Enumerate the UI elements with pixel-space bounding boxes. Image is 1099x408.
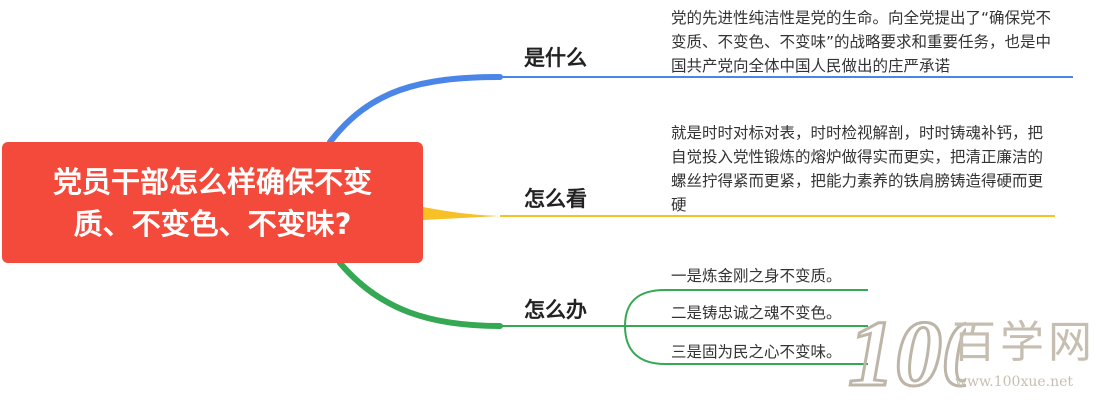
branch-do-item-1[interactable]: 一是炼金刚之身不变质。 [671, 267, 842, 285]
watermark-url: www.100xue.net [955, 374, 1074, 390]
watermark-digits: 100 [848, 302, 966, 397]
subconnector-1 [624, 289, 868, 327]
connector-what [327, 74, 503, 145]
branch-do-item-3[interactable]: 三是固为民之心不变味。 [671, 343, 842, 361]
branch-do-item-2[interactable]: 二是铸忠诚之魂不变色。 [671, 304, 842, 322]
connector-do [337, 260, 503, 329]
branch-what-label[interactable]: 是什么 [524, 46, 587, 70]
root-topic[interactable]: 党员干部怎么样确保不变质、不变色、不变味? [2, 142, 423, 263]
watermark-logo: 100 [847, 301, 967, 398]
branch-do-label[interactable]: 怎么办 [524, 298, 587, 322]
branch-view-label[interactable]: 怎么看 [524, 187, 587, 211]
watermark-name: 百学网 [952, 317, 1096, 368]
branch-view-text: 就是时时对标对表，时时检视解剖，时时铸魂补钙，把自觉投入党性锻炼的熔炉做得实而更… [671, 124, 1044, 214]
branch-what-text: 党的先进性纯洁性是党的生命。向全党提出了“确保党不变质、不变色、不变味”的战略要… [671, 9, 1052, 75]
subconnector-3 [624, 325, 868, 365]
connector-view [423, 207, 500, 220]
